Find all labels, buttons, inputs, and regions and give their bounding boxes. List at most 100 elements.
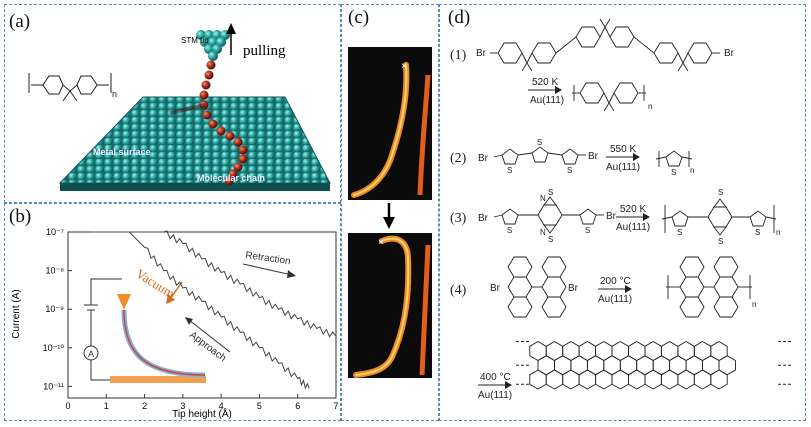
- panel-c: (c) × ×: [342, 5, 438, 420]
- plot-area: [67, 231, 337, 399]
- stm-tip-label: STM tip: [181, 36, 209, 45]
- tip-triangle: [117, 294, 131, 310]
- subscript-n: n: [776, 228, 780, 237]
- reaction-schemes: (1) Br Br 520 K Au(111) n (2) Br Br S S …: [450, 18, 792, 401]
- s-label: S: [677, 228, 682, 237]
- s-label: S: [548, 235, 553, 244]
- reaction-1-product: [572, 82, 646, 112]
- reaction-5-temp: 400 °C: [480, 372, 511, 383]
- reaction-1-temp: 520 K: [532, 77, 558, 88]
- br-label: Br: [724, 48, 735, 59]
- y-tick-label: 10⁻⁷: [46, 227, 64, 237]
- reaction-2-product: [655, 150, 693, 167]
- s-label: S: [548, 188, 553, 197]
- panel-a-label: (a): [9, 11, 31, 32]
- reaction-1-number: (1): [450, 48, 467, 63]
- s-label: S: [671, 168, 676, 177]
- approach-series: [128, 231, 310, 390]
- br-label: Br: [588, 151, 599, 162]
- x-axis-label: Tip height (Å): [172, 407, 232, 420]
- x-tick-label: 4: [219, 401, 224, 411]
- ribbon-hexagon: [562, 369, 580, 390]
- x-tick-label: 5: [257, 401, 262, 411]
- y-tick-label: 10⁻¹⁰: [43, 343, 65, 353]
- retraction-label: Retraction: [245, 250, 292, 267]
- stm-image-after: [348, 233, 432, 378]
- br-label: Br: [478, 153, 489, 164]
- x-tick-label: 7: [333, 401, 338, 411]
- reaction-2-surface: Au(111): [606, 162, 640, 173]
- molecular-chain-label: Molecular chain: [197, 173, 265, 183]
- reaction-4-temp: 200 °C: [600, 276, 631, 287]
- s-label: S: [585, 226, 590, 235]
- s-label: S: [567, 166, 572, 175]
- ribbon-hexagon: [529, 369, 547, 390]
- vacuum-label: Vacuum: [133, 266, 177, 301]
- panel-c-frame: [341, 4, 439, 421]
- s-label: S: [755, 228, 760, 237]
- x-tick-label: 3: [180, 401, 185, 411]
- stm-tip: [196, 30, 230, 61]
- tip-marker-bottom: ×: [378, 237, 384, 248]
- panel-d-label: (d): [448, 7, 471, 28]
- subscript-n: n: [648, 102, 652, 111]
- reaction-4-product: [666, 256, 752, 318]
- s-label: S: [537, 138, 542, 147]
- s-label: S: [718, 188, 723, 197]
- reaction-2-temp: 550 K: [610, 144, 636, 155]
- y-tick-label: 10⁻⁹: [45, 304, 64, 314]
- reaction-1-surface: Au(111): [530, 95, 564, 106]
- subscript-n: n: [752, 300, 756, 309]
- ribbon-hexagon: [595, 369, 613, 390]
- reaction-1-reactant: [490, 18, 720, 72]
- ribbon-hexagon: [545, 369, 564, 390]
- x-tick-label: 1: [104, 401, 109, 411]
- panel-a: (a): [5, 5, 340, 202]
- ribbon-hexagon: [677, 369, 695, 390]
- y-axis-label: Current (A): [11, 289, 22, 338]
- reaction-3-product: [661, 198, 777, 236]
- reaction-3-temp: 520 K: [620, 204, 646, 215]
- polyfluorene-structure: [28, 73, 112, 102]
- panel-d-frame: [439, 4, 806, 421]
- x-tick-label: 0: [65, 401, 70, 411]
- ribbon-hexagon: [611, 369, 629, 390]
- ribbon-hexagon: [628, 369, 646, 390]
- reaction-3-reactant: [493, 196, 604, 234]
- br-label: Br: [606, 211, 617, 222]
- molecular-chain: [169, 60, 248, 186]
- panel-a-illustration: STM tip pulling Metal surface Molecular …: [28, 23, 331, 191]
- reaction-5-surface: Au(111): [478, 390, 512, 401]
- subscript-n: n: [690, 166, 694, 175]
- n-label: N: [540, 228, 546, 237]
- x-tick-label: 6: [295, 401, 300, 411]
- panel-b-frame: [4, 203, 341, 421]
- br-label: Br: [568, 283, 579, 294]
- reaction-4-number: (4): [450, 283, 467, 298]
- stm-image-before: [348, 47, 432, 200]
- panel-d: (d): [440, 5, 805, 420]
- pulling-label: pulling: [243, 43, 286, 59]
- metal-surface: [58, 96, 331, 184]
- down-arrow: [383, 217, 395, 229]
- panel-c-label: (c): [348, 7, 370, 28]
- ribbon-hexagon: [710, 369, 728, 390]
- reaction-3-surface: Au(111): [616, 222, 650, 233]
- reaction-2-reactant: [493, 146, 586, 165]
- br-label: Br: [476, 48, 487, 59]
- s-label: S: [507, 166, 512, 175]
- ribbon-hexagon: [660, 369, 679, 390]
- n-label: N: [540, 194, 546, 203]
- substrate-bar: [110, 376, 206, 383]
- y-tick-label: 10⁻¹¹: [43, 381, 64, 391]
- ribbon-hexagon: [693, 369, 712, 390]
- nanoribbon-product: [516, 340, 792, 390]
- ribbon-hexagon: [644, 369, 662, 390]
- circuit-sketch: [83, 278, 122, 381]
- reaction-4-reactant: [507, 256, 567, 318]
- reaction-2-number: (2): [450, 151, 467, 166]
- panel-a-frame: [4, 4, 341, 203]
- x-tick-label: 2: [142, 401, 147, 411]
